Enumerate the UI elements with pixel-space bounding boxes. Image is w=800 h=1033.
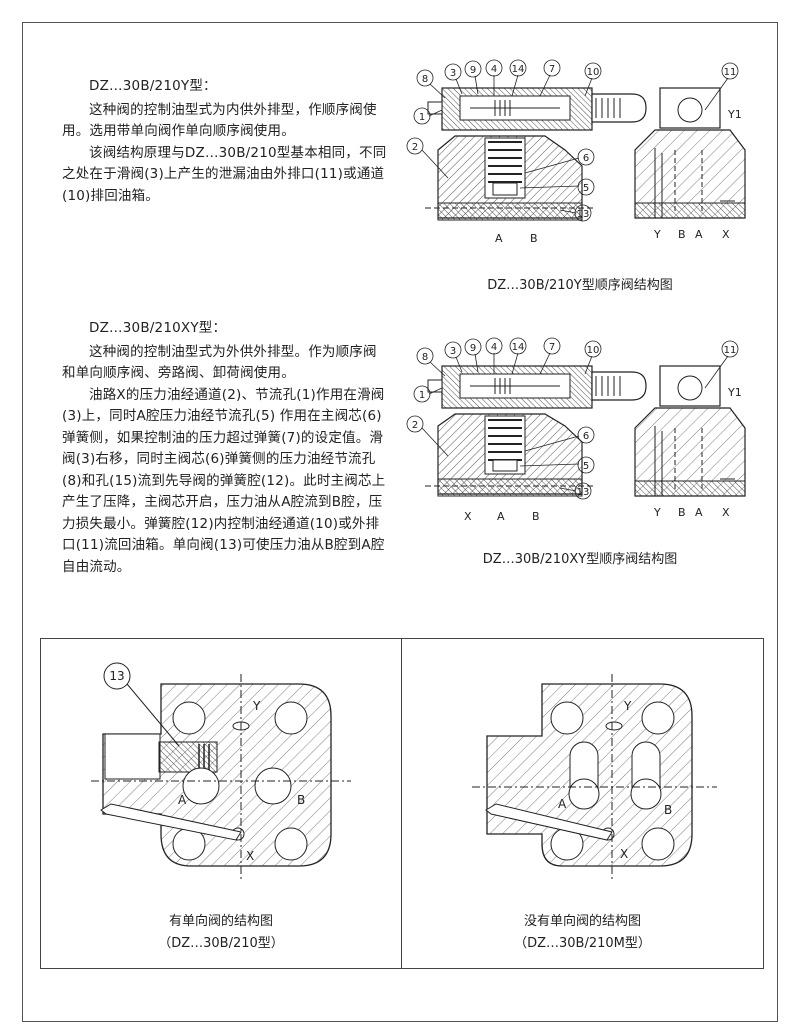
y-callout-6: 6 — [583, 153, 589, 164]
without-check-label-a: A — [558, 797, 567, 811]
section-xy-paragraph-1: 这种阀的控制油型式为外供外排型。作为顺序阀和单向顺序阀、旁路阀、卸荷阀使用。 — [62, 343, 377, 382]
y-callout-14: 14 — [512, 64, 525, 75]
y-callout-1: 1 — [419, 112, 425, 123]
with-check-caption-line1: 有单向阀的结构图 — [168, 914, 273, 929]
with-check-label-b: B — [297, 793, 305, 807]
without-check-label-x: X — [620, 847, 628, 861]
section-y-text: DZ…30B/210Y型： 这种阀的控制油型式为内供外排型，作顺序阀使用。选用带… — [62, 76, 387, 207]
section-xy-text: DZ…30B/210XY型： 这种阀的控制油型式为外供外排型。作为顺序阀和单向顺… — [62, 318, 387, 578]
with-check-label-y: Y — [252, 699, 261, 713]
section-xy-paragraph-2: 油路X的压力油经通道(2)、节流孔(1)作用在滑阀(3)上，同时A腔压力油经节流… — [62, 386, 386, 575]
xy-callout-2: 2 — [412, 420, 418, 431]
section-y-paragraph-1: 这种阀的控制油型式为内供外排型，作顺序阀使用。选用带单向阀作单向顺序阀使用。 — [62, 101, 377, 140]
xy-port-y: Y — [653, 506, 661, 519]
without-check-caption-line1: 没有单向阀的结构图 — [523, 914, 641, 929]
with-check-label-x: X — [246, 849, 254, 863]
xy-callout-7: 7 — [549, 342, 555, 353]
xy-port-x: X — [464, 510, 472, 523]
xy-callout-11: 11 — [724, 345, 737, 356]
y-callout-3: 3 — [450, 68, 456, 79]
xy-port-x-right: X — [722, 506, 730, 519]
y-callout-8: 8 — [422, 74, 428, 85]
xy-callout-6: 6 — [583, 431, 589, 442]
y-port-a: A — [495, 232, 503, 245]
xy-port-b: B — [532, 510, 540, 523]
y-port-a-right: A — [695, 228, 703, 241]
xy-callout-1: 1 — [419, 390, 425, 401]
with-check-caption-line2: （DZ…30B/210型） — [158, 936, 284, 951]
without-check-valve-drawing: Y A B X — [472, 674, 717, 879]
section-y-paragraph-2: 该阀结构原理与DZ…30B/210型基本相同，不同之处在于滑阀(3)上产生的泄漏… — [62, 144, 387, 204]
xy-callout-4: 4 — [491, 342, 497, 353]
y-callout-11: 11 — [724, 67, 737, 78]
y-callout-2: 2 — [412, 142, 418, 153]
xy-callout-8: 8 — [422, 352, 428, 363]
y-port-x: X — [722, 228, 730, 241]
without-check-label-y: Y — [623, 699, 632, 713]
xy-port-a-right: A — [695, 506, 703, 519]
with-check-valve-drawing: 13 Y A B X — [91, 662, 351, 879]
panel-with-check-valve: 13 Y A B X 有单向阀的结构图 （DZ…30B/210型） — [40, 638, 402, 969]
xy-port-a: A — [497, 510, 505, 523]
without-check-label-b: B — [664, 803, 672, 817]
xy-callout-10: 10 — [587, 345, 600, 356]
y-callout-7: 7 — [549, 64, 555, 75]
xy-callout-9: 9 — [470, 343, 476, 354]
y-callout-4: 4 — [491, 64, 497, 75]
diagram-210y: 8 3 9 4 14 7 10 11 1 2 6 5 13 Y1 A B Y B… — [406, 59, 746, 245]
y-port-b-right: B — [678, 228, 686, 241]
y-callout-10: 10 — [587, 67, 600, 78]
y-port-y: Y — [653, 228, 661, 241]
xy-callout-5: 5 — [583, 461, 589, 472]
with-check-label-13: 13 — [109, 669, 124, 683]
y-callout-9: 9 — [470, 65, 476, 76]
with-check-label-a: A — [178, 793, 187, 807]
y-callout-13: 13 — [577, 209, 590, 220]
page-frame — [22, 22, 778, 1022]
diagram-210y-caption: DZ…30B/210Y型顺序阀结构图 — [487, 278, 673, 293]
y-port-b: B — [530, 232, 538, 245]
diagram-210xy-caption: DZ…30B/210XY型顺序阀结构图 — [482, 552, 678, 567]
without-check-caption-line2: （DZ…30B/210M型） — [514, 936, 651, 951]
y-port-y1: Y1 — [727, 108, 742, 121]
xy-port-y1: Y1 — [727, 386, 742, 399]
diagram-210xy: 8 3 9 4 14 7 10 11 1 2 6 5 13 Y1 X A B Y… — [406, 337, 746, 523]
xy-callout-14: 14 — [512, 342, 525, 353]
xy-callout-13: 13 — [577, 487, 590, 498]
section-xy-title: DZ…30B/210XY型： — [89, 320, 227, 336]
section-y-title: DZ…30B/210Y型： — [89, 78, 217, 94]
xy-port-b-right: B — [678, 506, 686, 519]
xy-callout-3: 3 — [450, 346, 456, 357]
panel-without-check-valve: Y A B X 没有单向阀的结构图 （DZ…30B/210M型） — [401, 638, 764, 969]
y-callout-5: 5 — [583, 183, 589, 194]
